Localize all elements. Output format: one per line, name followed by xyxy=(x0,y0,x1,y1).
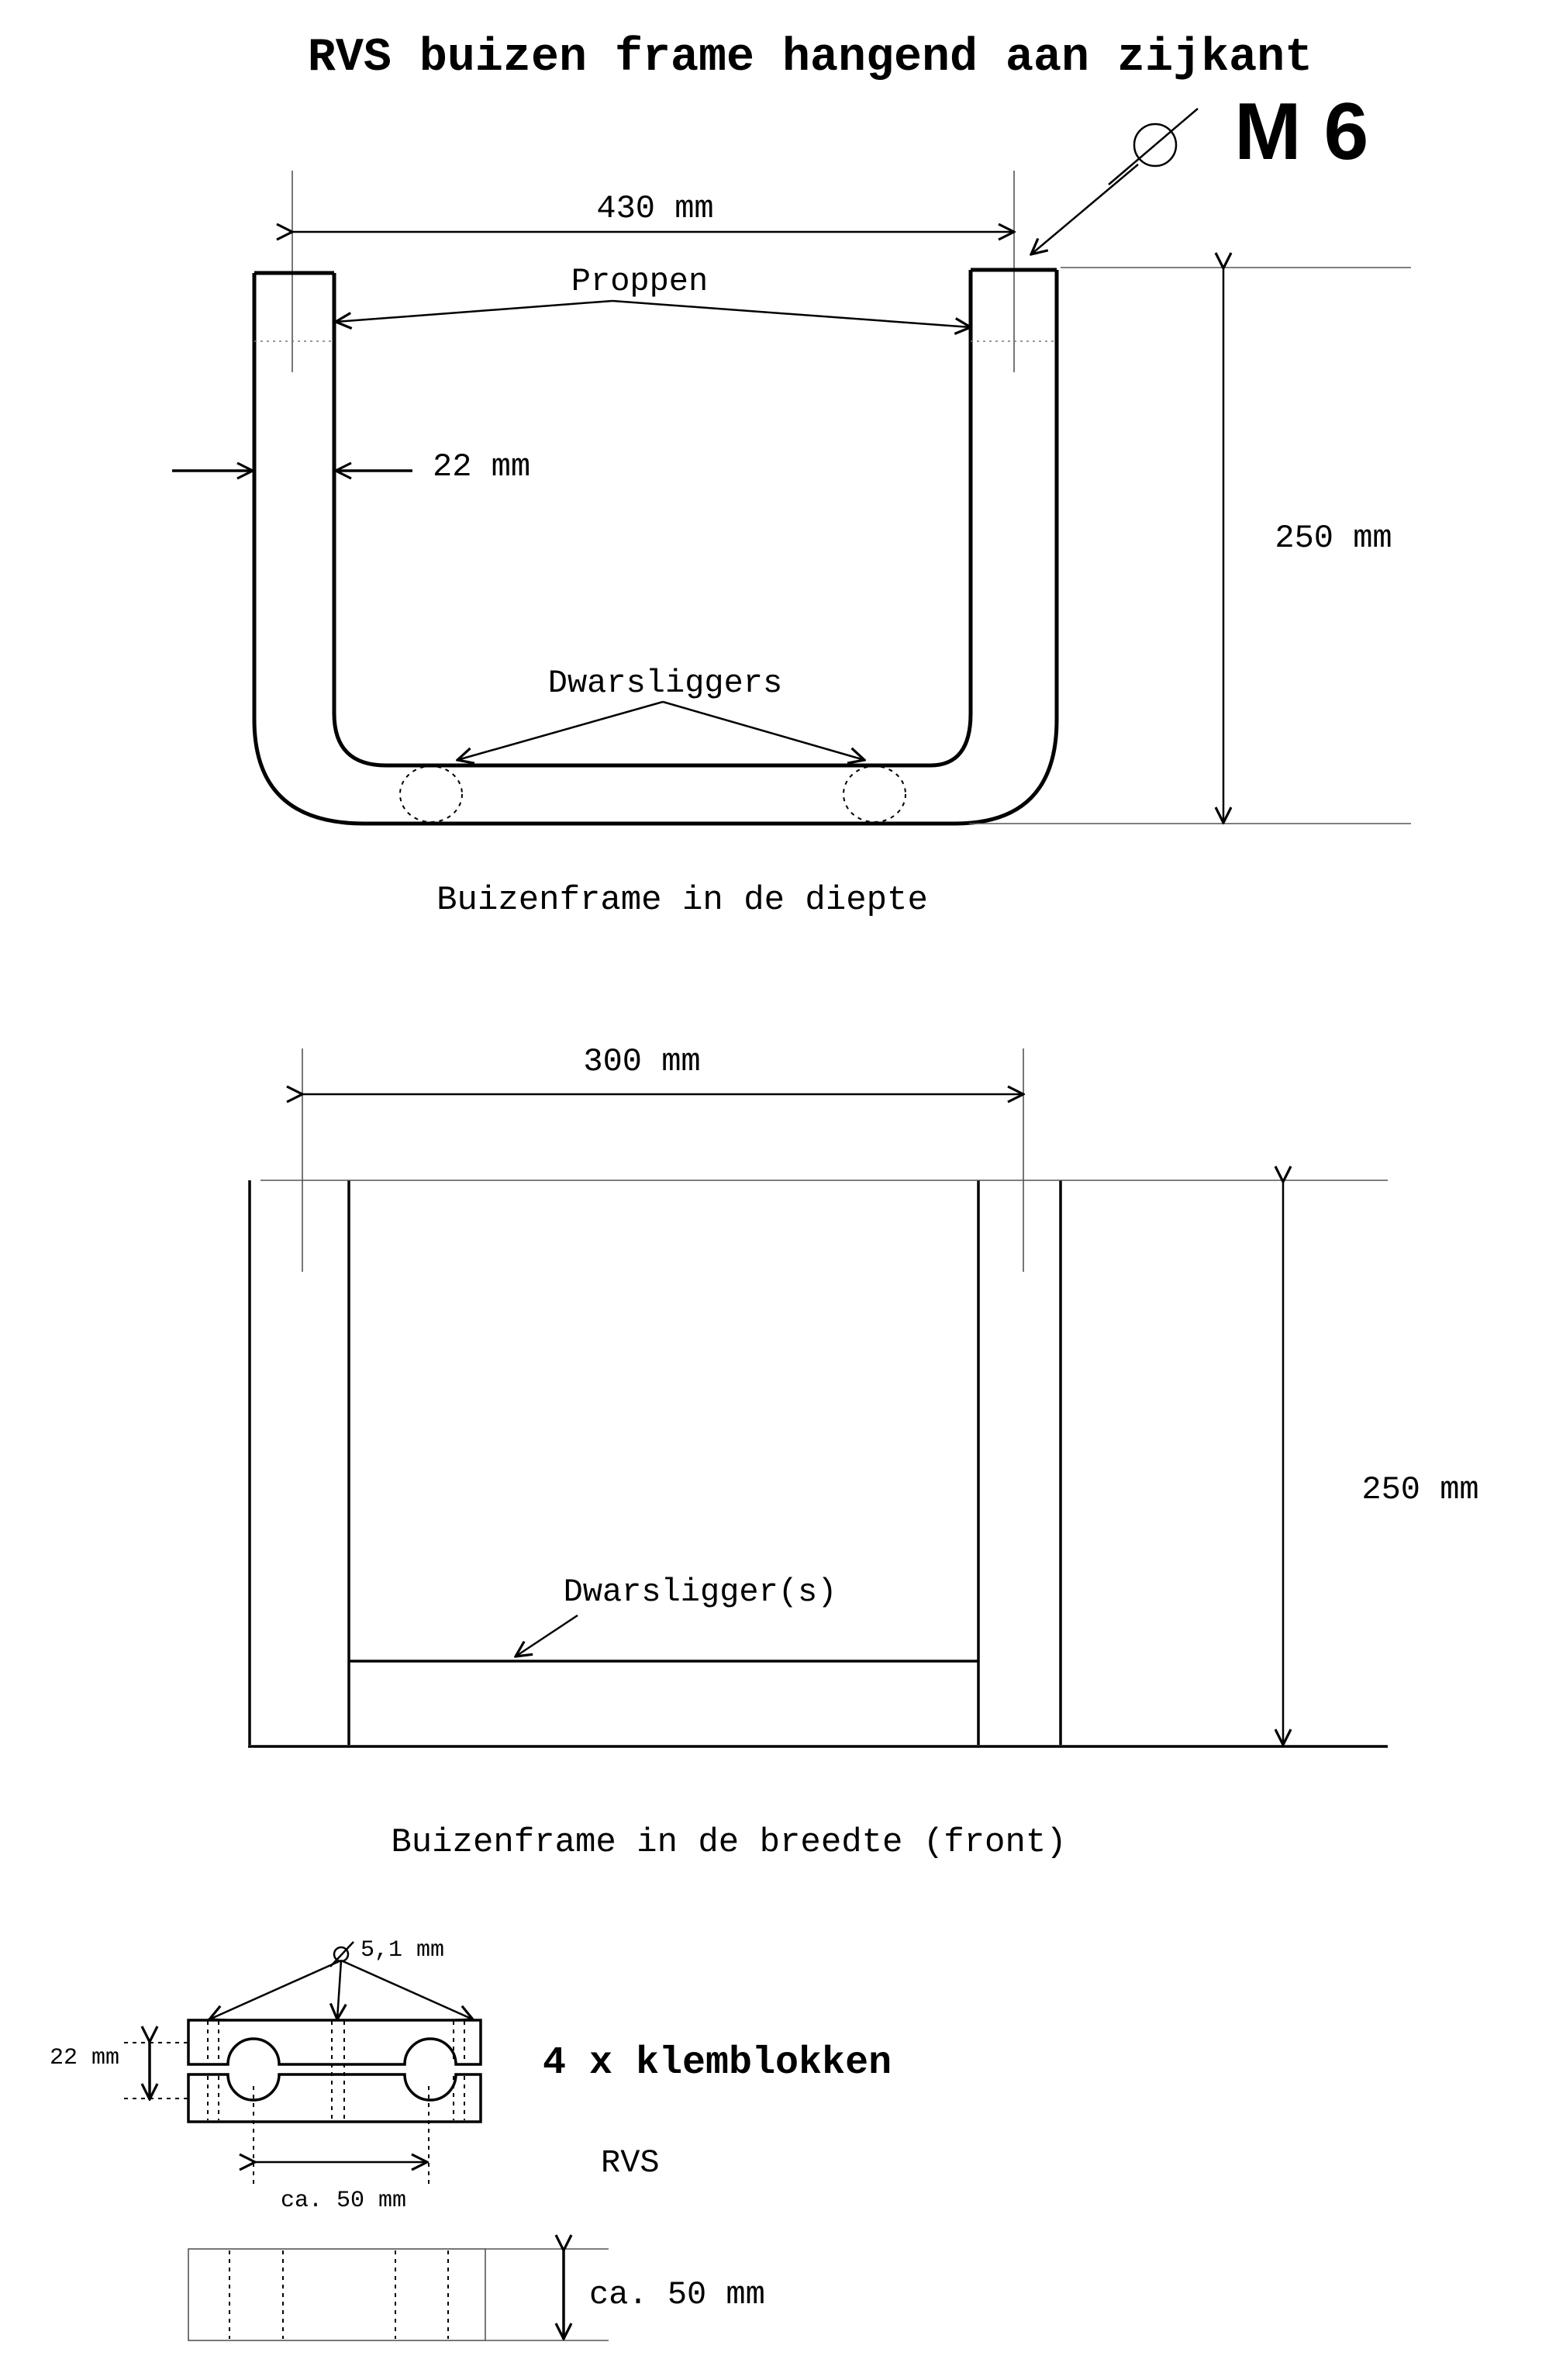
clamp-material-label: RVS xyxy=(601,2144,660,2181)
front-view: 300 mm 250 mm Dwarsligger(s) Buizenframe… xyxy=(248,1043,1479,1862)
depth-view: 430 mm Proppen 22 mm 250 mm Dwarsliggers… xyxy=(172,171,1411,920)
diameter-icon xyxy=(1108,108,1199,185)
depth-view-caption: Buizenframe in de diepte xyxy=(436,881,928,920)
clamp-length-view: ca. 50 mm xyxy=(188,2248,765,2341)
front-frame xyxy=(248,1180,1388,1748)
clamp-length-outline xyxy=(188,2248,486,2341)
clamp-block: 5,1 mm 22 mm ca. 50 mm 4 xyxy=(50,1937,892,2214)
plugs-leader-right xyxy=(612,299,971,327)
clamp-top-half xyxy=(187,2019,482,2066)
crossbars-label: Dwarsliggers xyxy=(548,665,782,702)
front-height-label: 250 mm xyxy=(1361,1471,1478,1508)
depth-width-label: 430 mm xyxy=(596,190,713,227)
clamp-length-holes xyxy=(229,2250,449,2339)
front-view-caption: Buizenframe in de breedte (front) xyxy=(391,1823,1066,1862)
hole-leader-left xyxy=(209,1959,342,2019)
plugs-leader-left xyxy=(336,299,613,322)
plugs-label: Proppen xyxy=(571,263,708,300)
front-width-label: 300 mm xyxy=(583,1043,700,1080)
hole-diameter-label: 5,1 mm xyxy=(361,1937,444,1964)
clamp-bolt-holes xyxy=(207,2021,465,2120)
u-frame-tube xyxy=(252,268,1059,826)
hole-leader-right xyxy=(340,1959,473,2019)
clamp-height-label: 22 mm xyxy=(50,2045,119,2071)
crossbar-section-right xyxy=(843,765,906,823)
thread-size-label: M 6 xyxy=(1234,87,1368,177)
tube-diameter-label: 22 mm xyxy=(433,448,530,485)
clamp-count-label: 4 x klemblokken xyxy=(543,2041,892,2085)
clamp-length-label: ca. 50 mm xyxy=(589,2276,765,2313)
front-crossbar-label: Dwarsligger(s) xyxy=(564,1573,837,1611)
thread-leader-arrow xyxy=(1031,164,1139,254)
crossbar-section-left xyxy=(399,765,463,823)
crossbars-leader-left xyxy=(457,700,664,760)
front-crossbar-leader xyxy=(516,1614,578,1656)
hole-leader-middle xyxy=(337,1960,341,2019)
drawing-title: RVS buizen frame hangend aan zijkant xyxy=(308,32,1313,85)
clamp-bottom-half xyxy=(187,2073,482,2123)
clamp-spacing-label: ca. 50 mm xyxy=(281,2188,406,2214)
depth-height-label: 250 mm xyxy=(1275,520,1392,557)
crossbars-leader-right xyxy=(662,700,864,760)
